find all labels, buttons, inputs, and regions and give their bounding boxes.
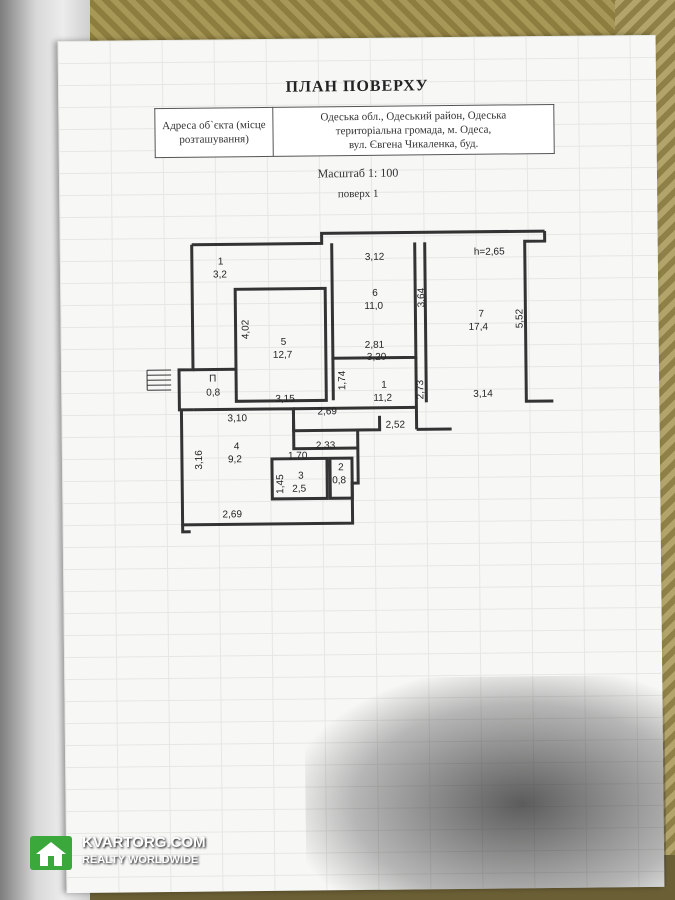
room-number: 7 bbox=[478, 309, 484, 320]
watermark-brand: KVARTORG.COM bbox=[82, 834, 206, 851]
dimension: 3,12 bbox=[365, 252, 385, 263]
dimension-labels: 3,12 h=2,65 4,02 3,64 5,52 2,81 3,20 1,7… bbox=[194, 246, 526, 520]
dimension: 3,14 bbox=[473, 389, 493, 400]
house-icon bbox=[30, 836, 72, 870]
ceiling-height: h=2,65 bbox=[474, 246, 505, 257]
room-area: 3,2 bbox=[213, 269, 227, 280]
room-area: 2,5 bbox=[292, 484, 306, 495]
dimension: 3,15 bbox=[275, 394, 295, 405]
room-number: 3 bbox=[298, 471, 304, 482]
dimension: 1,70 bbox=[288, 451, 308, 462]
room-area: 0,8 bbox=[332, 475, 346, 486]
dimension: 2,33 bbox=[316, 440, 336, 451]
room-area: 12,7 bbox=[273, 350, 293, 361]
room-number: 4 bbox=[234, 441, 240, 452]
room-number: 6 bbox=[372, 288, 378, 299]
dimension: 4,02 bbox=[240, 319, 251, 339]
room-number: 2 bbox=[338, 462, 344, 473]
room-number: 1 bbox=[218, 256, 224, 267]
room-number: 5 bbox=[281, 337, 287, 348]
dimension: 1,45 bbox=[275, 474, 286, 494]
dimension: 2,81 bbox=[365, 340, 385, 351]
room-area: 17,4 bbox=[469, 322, 489, 333]
dimension: 3,20 bbox=[367, 352, 387, 363]
watermark-logo: KVARTORG.COM REALTY WORLDWIDE bbox=[30, 832, 230, 874]
room-labels: 1 3,2 5 12,7 6 11,0 7 17,4 П 0,8 1 11,2 … bbox=[206, 256, 489, 495]
room-area: 0,8 bbox=[206, 387, 220, 398]
plan-walls bbox=[177, 229, 554, 534]
room-number: П bbox=[209, 374, 216, 385]
dimension: 3,16 bbox=[194, 450, 205, 470]
dimension: 2,73 bbox=[415, 379, 426, 399]
room-number: 1 bbox=[381, 380, 387, 391]
room-area: 11,2 bbox=[373, 393, 392, 404]
stairs bbox=[146, 369, 172, 391]
document-sheet: ПЛАН ПОВЕРХУ Адреса об`єкта (місце розта… bbox=[57, 34, 667, 894]
room-area: 9,2 bbox=[228, 454, 242, 465]
dimension: 3,10 bbox=[227, 413, 247, 424]
watermark-tagline: REALTY WORLDWIDE bbox=[82, 854, 199, 866]
dimension: 2,69 bbox=[222, 509, 242, 520]
dimension: 3,64 bbox=[416, 287, 427, 307]
dimension: 2,69 bbox=[317, 406, 337, 417]
room-area: 11,0 bbox=[364, 301, 383, 312]
dimension: 5,52 bbox=[514, 308, 525, 328]
dimension: 2,52 bbox=[386, 420, 406, 431]
photo-shadow bbox=[304, 674, 667, 891]
floor-plan: 1 3,2 5 12,7 6 11,0 7 17,4 П 0,8 1 11,2 … bbox=[146, 229, 554, 534]
dimension: 1,74 bbox=[337, 370, 348, 390]
